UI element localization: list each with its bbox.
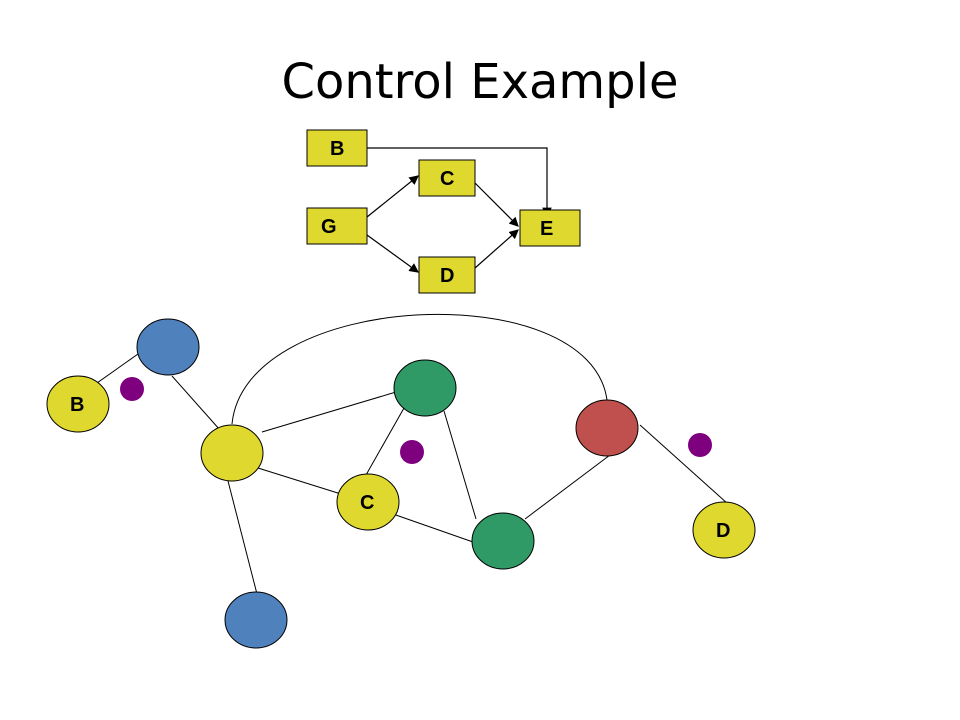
flow-box-g-label: G — [321, 216, 337, 238]
slide-title: Control Example — [281, 54, 679, 110]
net-edge-yellow-to-green-top — [261, 391, 397, 433]
net-node-c-label: C — [360, 492, 374, 514]
net-node-d-label: D — [716, 520, 730, 542]
flow-box-e: E — [519, 209, 581, 247]
net-node-c: C — [336, 473, 400, 531]
net-edge-yellow-to-c — [257, 467, 342, 495]
flow-box-b: B — [306, 129, 368, 167]
net-edge-red-to-d — [639, 424, 729, 505]
flow-box-e-label: E — [540, 218, 553, 240]
net-node-b: B — [46, 375, 110, 433]
net-edge-c-to-green-bottom — [392, 513, 474, 543]
flow-box-d-label: D — [440, 265, 454, 287]
flow-box-g: G — [306, 207, 368, 245]
net-edge-yellow-to-blue-bottom — [227, 480, 258, 595]
net-node-blue-bottom — [224, 591, 288, 649]
edge-g-to-d — [366, 234, 419, 273]
net-edge-green-top-to-green-bottom — [443, 410, 477, 520]
net-edge-blue-top-to-yellow — [171, 375, 221, 431]
edge-d-to-e — [474, 229, 519, 269]
network-graph: B C D — [46, 313, 756, 649]
marker-dot-near-d — [688, 433, 712, 457]
flow-box-c-label: C — [440, 168, 454, 190]
flow-box-c: C — [418, 159, 476, 197]
edge-b-to-e — [367, 147, 552, 218]
edge-c-to-e — [474, 182, 519, 227]
net-node-green-top — [393, 359, 457, 417]
net-edge-b-to-blue-top — [96, 353, 139, 384]
flow-diagram: B C G D E — [306, 129, 581, 294]
net-node-d: D — [692, 501, 756, 559]
marker-dot-near-c — [400, 440, 424, 464]
net-node-yellow-center — [200, 424, 264, 482]
net-edge-green-top-to-c — [365, 407, 405, 476]
net-node-green-bottom — [471, 512, 535, 570]
edge-g-to-c — [366, 175, 419, 218]
net-edge-green-bottom-to-red — [524, 451, 615, 520]
net-node-b-label: B — [70, 394, 84, 416]
net-node-blue-top — [136, 318, 200, 376]
flow-box-d: D — [418, 256, 476, 294]
flow-box-b-label: B — [330, 138, 344, 160]
net-node-red — [575, 399, 639, 457]
marker-dot-near-b — [120, 377, 144, 401]
